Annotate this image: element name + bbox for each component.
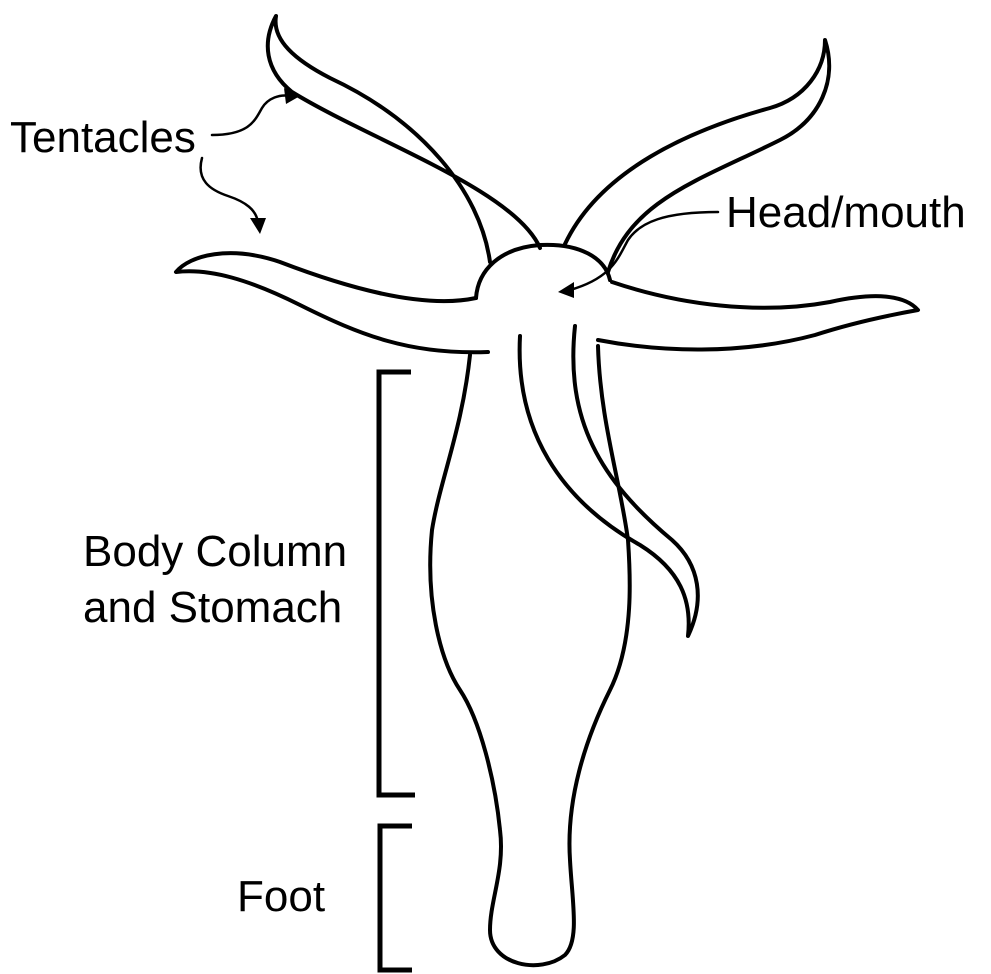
tentacles-arrow-lower-head [250,218,266,234]
tentacles-arrow-lower [201,158,258,222]
foot-bracket [380,826,412,970]
body-column-outline [430,346,630,965]
tentacle-upper-left [268,16,540,262]
tentacles-arrow-upper [212,96,290,136]
head-mouth-arrow [570,212,718,290]
label-head-mouth: Head/mouth [726,188,966,237]
body-column-bracket [379,372,415,795]
arrows-group [201,88,718,298]
label-foot: Foot [237,872,325,921]
head-dome [476,245,610,298]
tentacle-upper-right [565,40,829,272]
label-body-column-line2: and Stomach [83,583,342,632]
brackets-group [379,372,415,970]
label-tentacles: Tentacles [10,113,196,162]
label-body-column-line1: Body Column [83,527,347,576]
labels-group: Tentacles Head/mouth Body Column and Sto… [10,113,966,921]
tentacle-left [176,253,488,352]
tentacle-right [598,282,918,350]
tentacle-lower-right [520,326,698,636]
head-mouth-arrow-head [558,282,574,298]
